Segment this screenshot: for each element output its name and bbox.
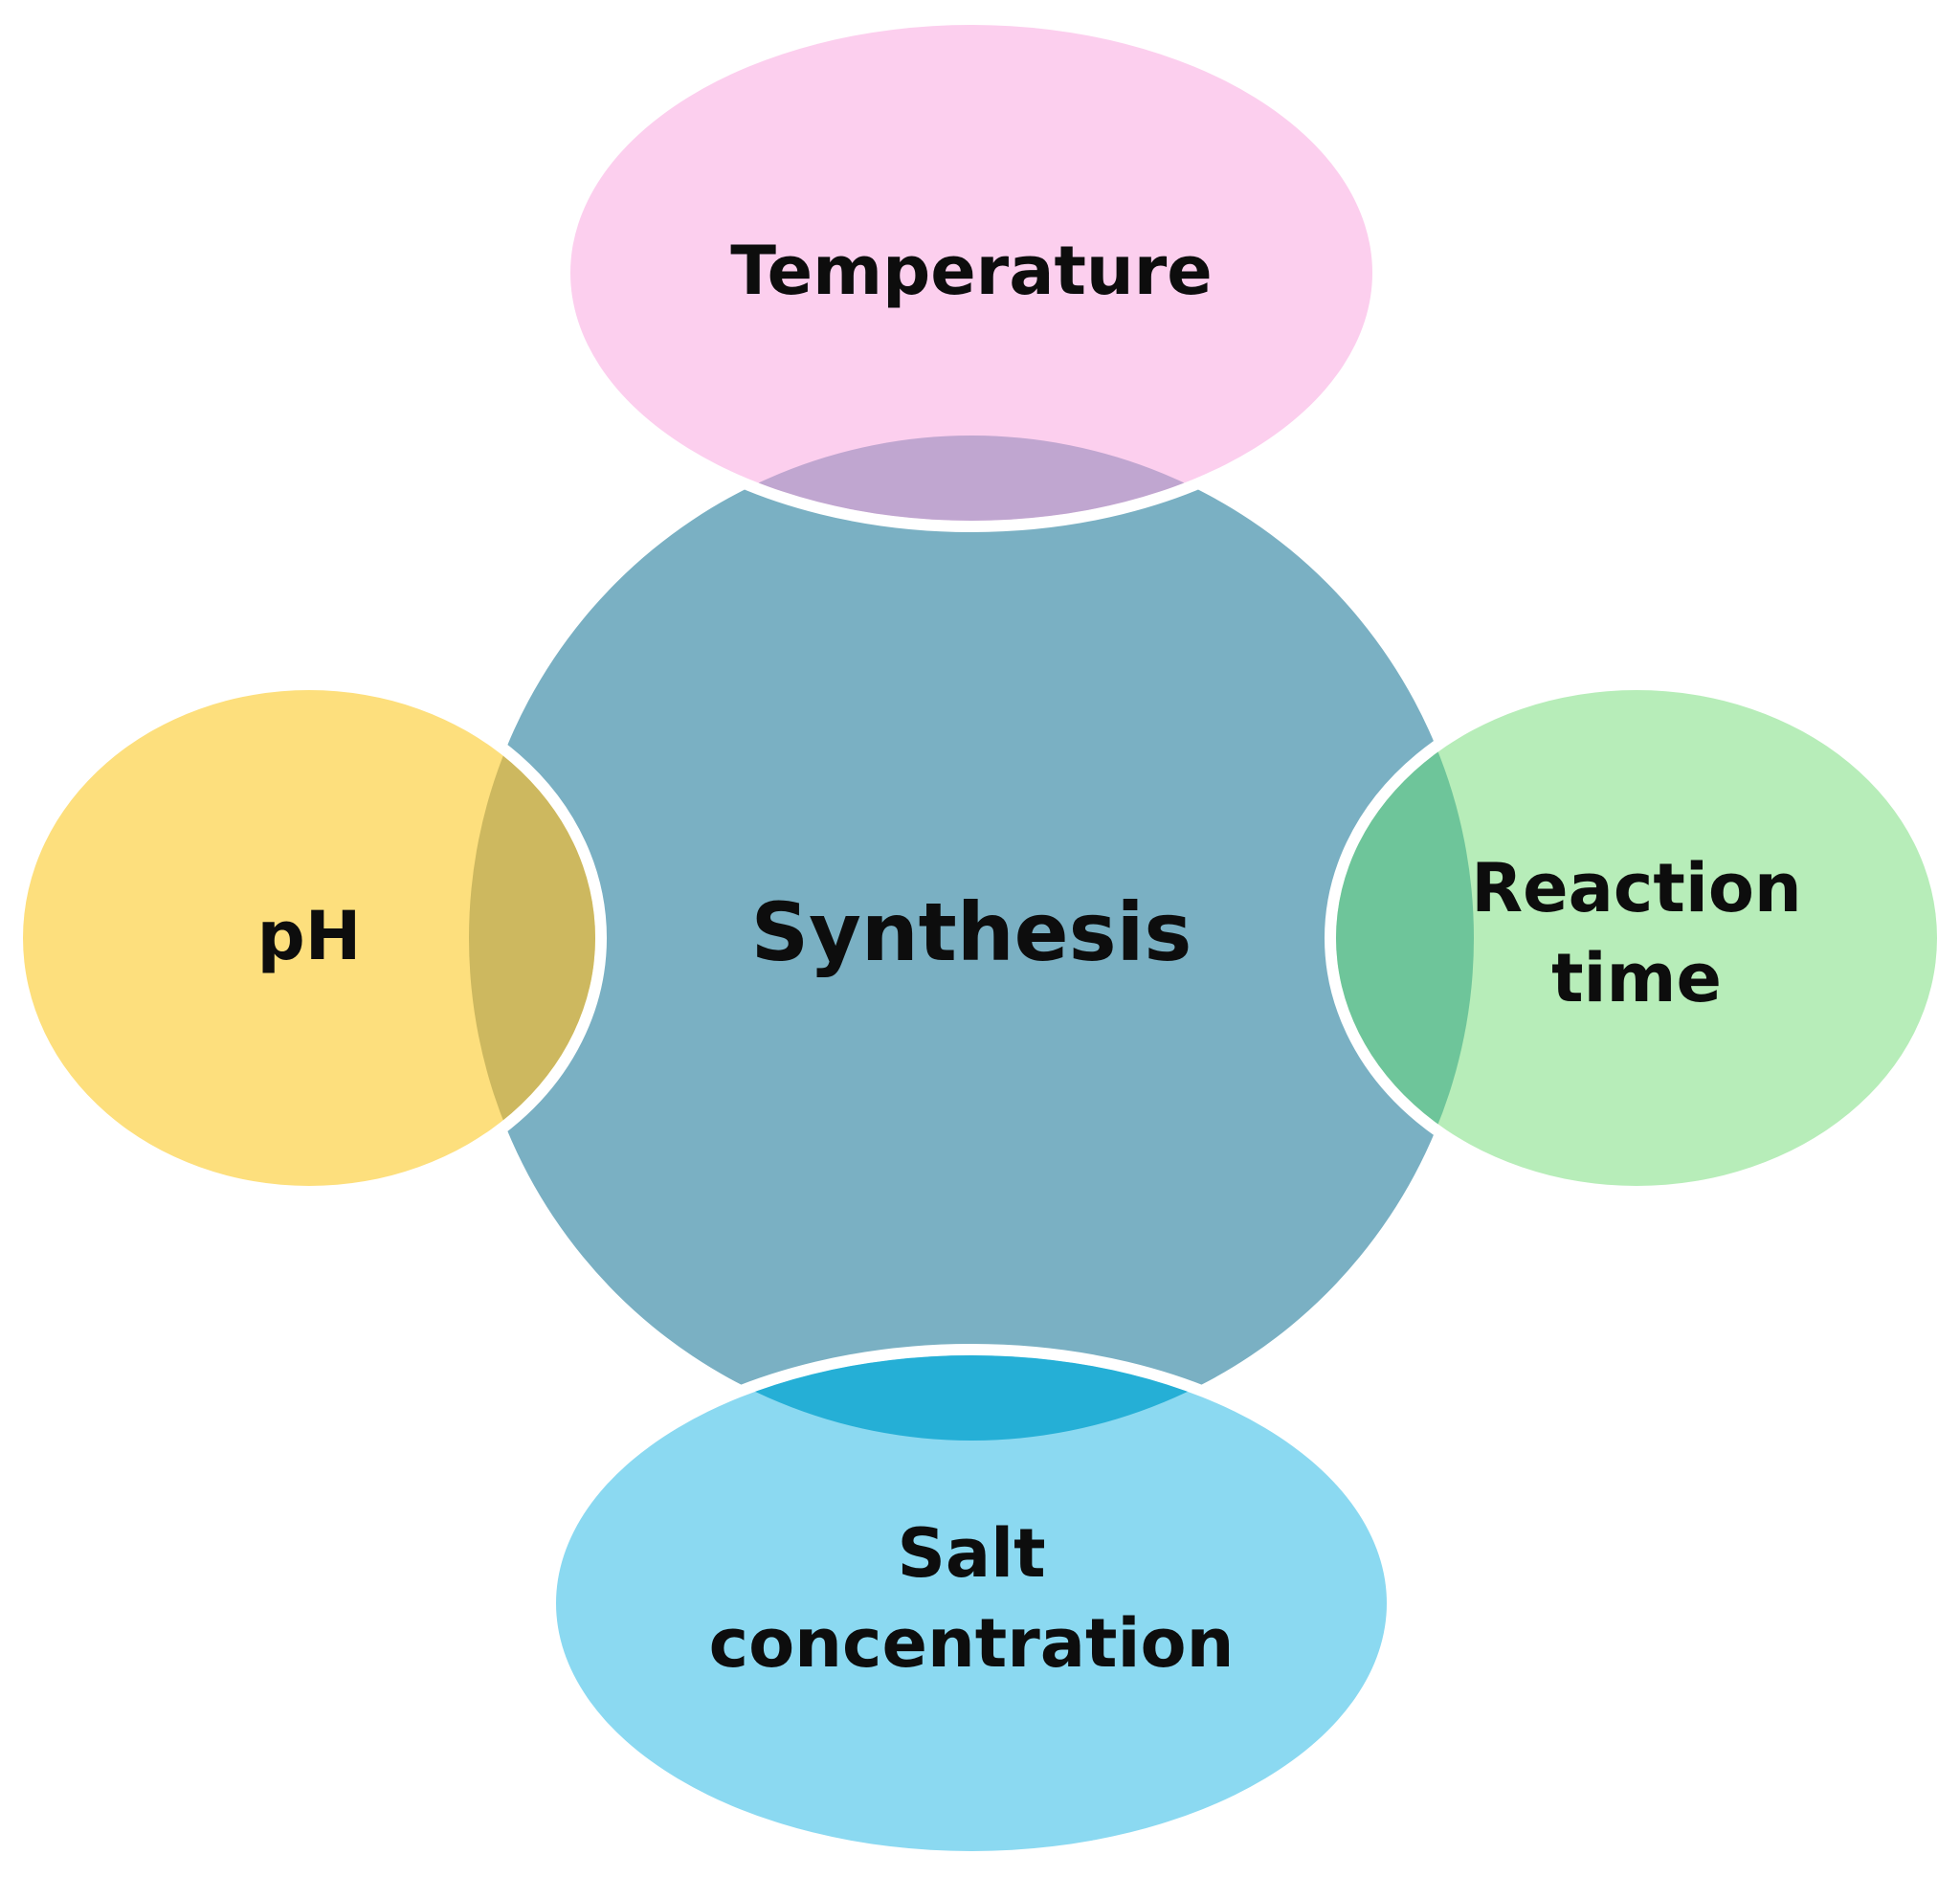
node-reaction-time: Reaction time (1325, 679, 1949, 1197)
center-label: Synthesis (751, 885, 1192, 979)
center-circle (469, 436, 1474, 1441)
salt-concentration-ellipse-fill (556, 1355, 1387, 1851)
salt-concentration-label-line-2: concentration (709, 1604, 1235, 1683)
node-ph: pH (11, 679, 607, 1197)
salt-concentration-label-line-1: Salt (897, 1514, 1045, 1593)
temperature-label: Temperature (730, 232, 1213, 310)
reaction-time-label-line-2: time (1551, 939, 1722, 1017)
ph-ellipse-fill (23, 690, 595, 1186)
node-temperature: Temperature (559, 13, 1384, 532)
reaction-time-ellipse-fill (1336, 690, 1937, 1186)
node-salt-concentration: Salt concentration (545, 1344, 1398, 1863)
temperature-ellipse-fill (570, 25, 1372, 521)
reaction-time-label-line-1: Reaction (1471, 849, 1802, 927)
ph-label: pH (257, 897, 362, 975)
